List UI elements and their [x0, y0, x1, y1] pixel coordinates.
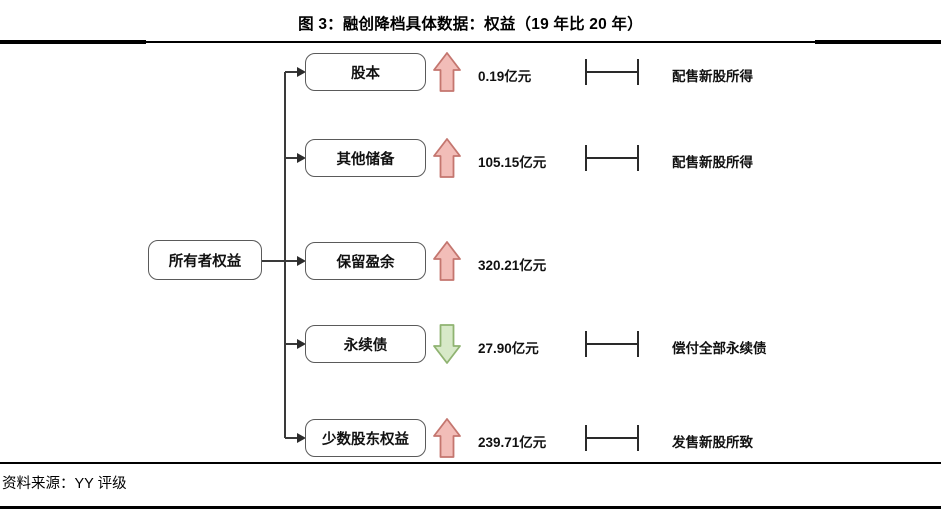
header-rule-middle — [146, 41, 815, 43]
connector-stub — [285, 71, 299, 73]
connector-trunk — [284, 72, 286, 438]
node-child-label: 股本 — [351, 65, 380, 82]
node-child[interactable]: 永续债 — [305, 325, 426, 363]
node-child-label: 少数股东权益 — [322, 431, 409, 448]
node-child[interactable]: 股本 — [305, 53, 426, 91]
node-child[interactable]: 其他储备 — [305, 139, 426, 177]
page-title: 图 3：融创降档具体数据：权益（19 年比 20 年） — [298, 16, 643, 33]
header-rule-right — [815, 40, 941, 44]
header-rule-left — [0, 40, 146, 44]
value-text: 105.15亿元 — [478, 155, 547, 170]
note-text: 配售新股所得 — [672, 155, 753, 170]
connector-stub — [285, 437, 299, 439]
value-text: 320.21亿元 — [478, 258, 547, 273]
arrow-up-icon — [432, 51, 462, 93]
value-text: 239.71亿元 — [478, 435, 547, 450]
arrow-right-icon — [297, 152, 306, 163]
bracket-icon — [585, 59, 639, 85]
arrow-right-icon — [297, 432, 306, 443]
connector-stub — [285, 157, 299, 159]
bracket-icon — [585, 145, 639, 171]
arrow-up-icon — [432, 417, 462, 459]
node-child-label: 永续债 — [343, 337, 388, 354]
footer-rule-top — [0, 462, 941, 464]
diagram-canvas: 所有者权益 股本 0.19亿元 配售新股所得 其他储备 105.15亿元 配售新… — [0, 44, 941, 462]
node-child-label: 保留盈余 — [336, 254, 395, 271]
node-child-label: 其他储备 — [336, 151, 395, 168]
arrow-down-icon — [432, 323, 462, 365]
connector-root-link — [262, 260, 285, 262]
note-text: 配售新股所得 — [672, 69, 753, 84]
bracket-icon — [585, 331, 639, 357]
node-child[interactable]: 保留盈余 — [305, 242, 426, 280]
connector-stub — [285, 343, 299, 345]
bracket-icon — [585, 425, 639, 451]
arrow-right-icon — [297, 338, 306, 349]
arrow-up-icon — [432, 137, 462, 179]
arrow-right-icon — [297, 255, 306, 266]
arrow-right-icon — [297, 66, 306, 77]
node-root-label: 所有者权益 — [168, 253, 242, 270]
source-note: 资料来源：YY 评级 — [2, 476, 127, 492]
node-root[interactable]: 所有者权益 — [148, 240, 262, 280]
connector-stub — [285, 260, 299, 262]
value-text: 27.90亿元 — [478, 341, 539, 356]
arrow-up-icon — [432, 240, 462, 282]
value-text: 0.19亿元 — [478, 69, 532, 84]
footer-rule-bottom — [0, 506, 941, 509]
note-text: 发售新股所致 — [672, 435, 753, 450]
note-text: 偿付全部永续债 — [672, 341, 767, 356]
node-child[interactable]: 少数股东权益 — [305, 419, 426, 457]
